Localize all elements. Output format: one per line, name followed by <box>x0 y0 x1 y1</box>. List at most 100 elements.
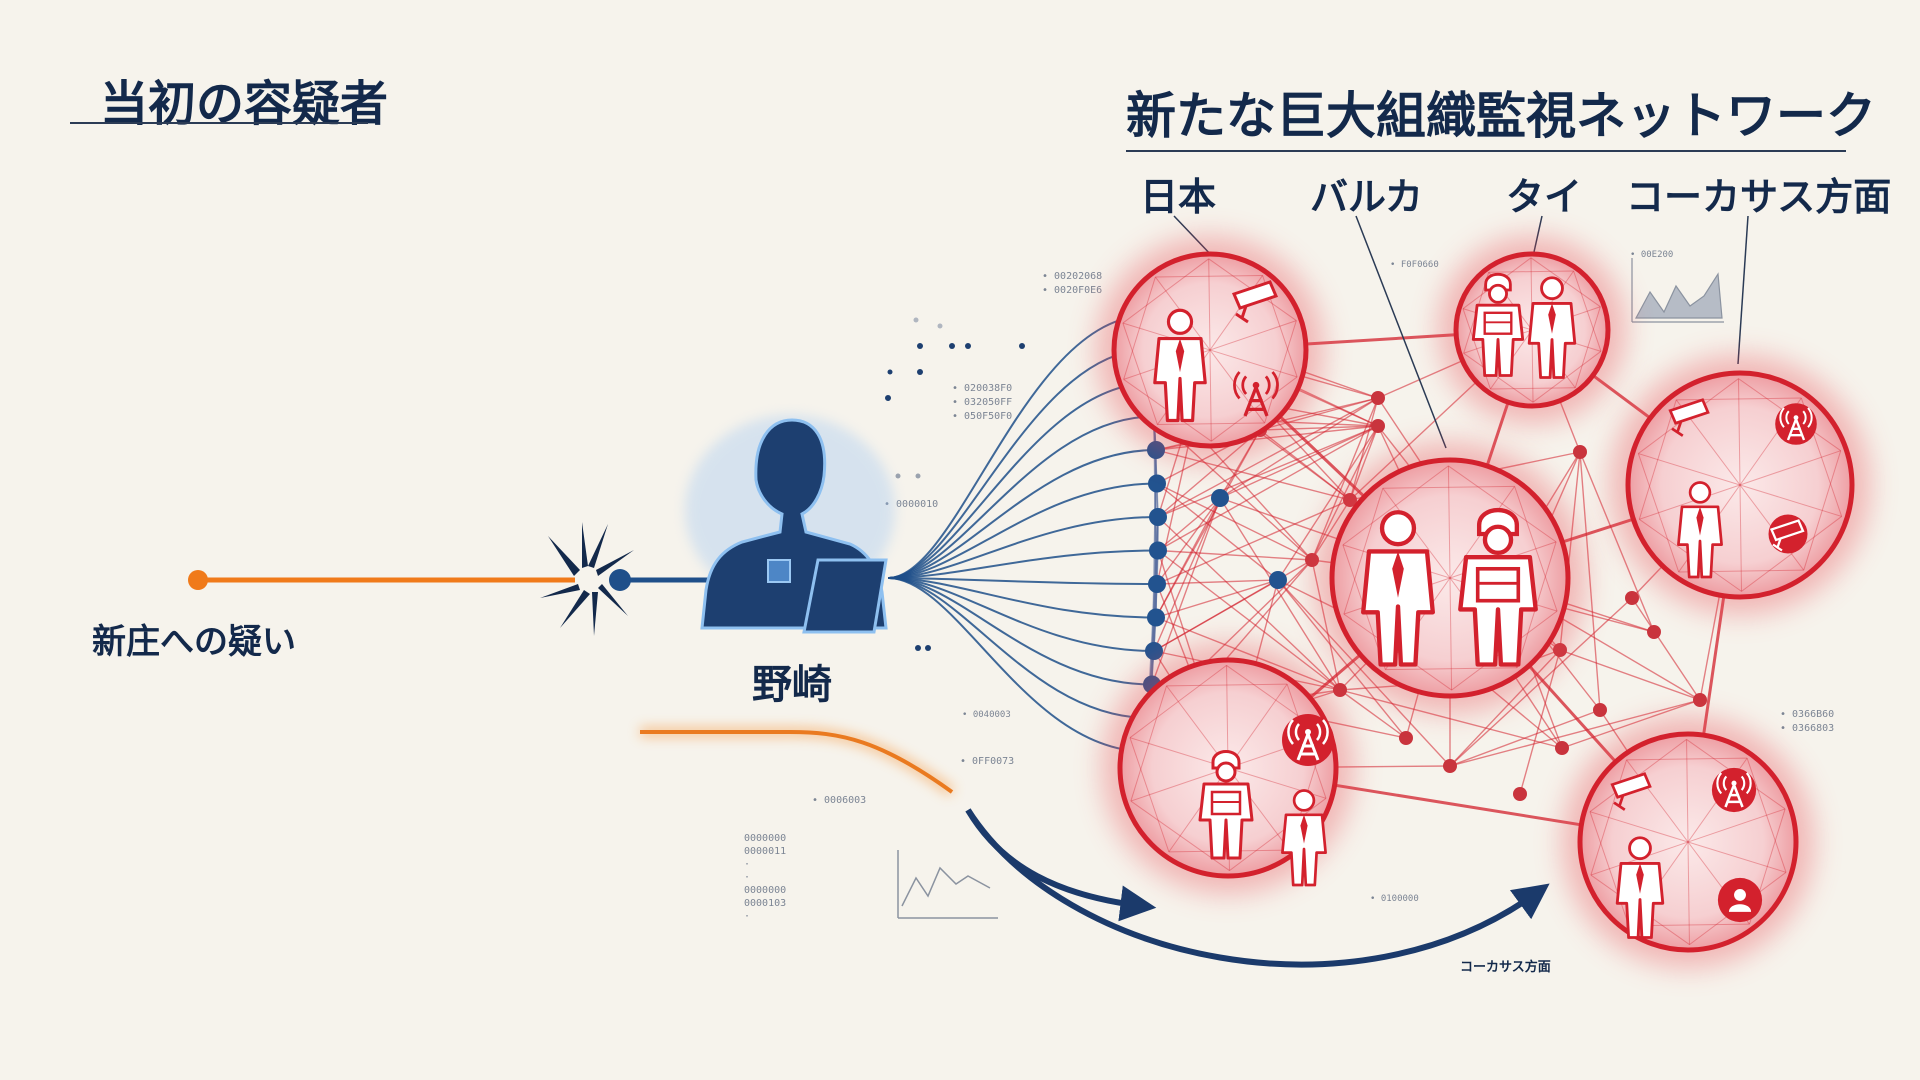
mesh-link <box>1151 349 1211 384</box>
mesh-link <box>1155 579 1279 619</box>
mesh-link <box>1156 550 1159 585</box>
code-snippet: • 00E200 <box>1630 250 1674 260</box>
mesh-link <box>1145 315 1155 417</box>
radio-tower-icon <box>1233 371 1279 417</box>
fan-out-curve <box>887 577 1157 619</box>
endpoint-node <box>1269 571 1287 589</box>
endpoint-node <box>1137 307 1155 325</box>
endpoint-node <box>1137 742 1155 761</box>
security-camera-icon <box>1768 514 1808 554</box>
code-snippet: • 0366B60 • 0366803 <box>1780 709 1835 734</box>
mesh-link <box>1153 449 1157 652</box>
mesh-link <box>1156 497 1221 585</box>
network-node <box>1693 693 1707 707</box>
mesh-link <box>1145 689 1341 753</box>
businessman-icon <box>1677 481 1723 579</box>
mesh-link <box>1157 549 1313 561</box>
mesh-link <box>1157 425 1379 552</box>
code-snippet: • 00202068 • 0020F0E6 <box>1042 271 1103 296</box>
fan-out-curve <box>887 577 1158 585</box>
right-title-underline <box>1126 150 1846 152</box>
soldier-icon <box>1458 508 1538 667</box>
mesh-link <box>1579 451 1655 633</box>
region-label-japan: 日本 <box>1140 175 1217 219</box>
mesh-link <box>1151 516 1159 685</box>
mini-chart-line <box>897 850 998 919</box>
mesh-link <box>1449 577 1655 633</box>
hub-link <box>1448 576 1690 844</box>
mesh-link <box>1151 382 1379 427</box>
mesh-link <box>1157 550 1229 769</box>
mesh-link <box>1349 499 1501 583</box>
endpoint-node <box>1149 508 1167 526</box>
businessman-icon <box>1527 276 1577 379</box>
mesh-link <box>1311 425 1379 561</box>
region-label-balkan: バルカ <box>1310 175 1423 219</box>
mesh-link <box>1157 549 1341 691</box>
hub-link <box>1227 576 1451 770</box>
mesh-link <box>1449 577 1501 583</box>
code-snippet: • F0F0660 <box>1390 260 1439 270</box>
businessman-icon <box>1615 836 1665 939</box>
mesh-link <box>1631 597 1701 701</box>
hub-link <box>1686 484 1742 843</box>
mesh-link <box>1155 429 1261 451</box>
mesh-link <box>1311 559 1451 579</box>
fan-out-curve <box>887 516 1159 579</box>
network-node <box>1343 493 1357 507</box>
mesh-link <box>1153 349 1211 417</box>
network-node <box>1573 445 1587 459</box>
mesh-link <box>1227 765 1451 769</box>
mesh-link <box>1145 315 1379 399</box>
network-node <box>1305 553 1319 567</box>
businessman-icon <box>1153 308 1207 423</box>
endpoint-node <box>1140 340 1158 359</box>
mesh-link <box>1145 315 1153 384</box>
mesh-link <box>1148 516 1159 719</box>
suspicion-label: 新庄への疑い <box>92 622 296 662</box>
soldier-icon <box>1471 272 1525 377</box>
code-snippet: • 020038F0 • 032050FF • 050F50F0 <box>952 383 1013 422</box>
network-mesh <box>1137 307 1742 844</box>
mesh-link <box>1153 650 1341 691</box>
mesh-link <box>1153 516 1159 652</box>
security-camera-icon <box>1668 398 1710 437</box>
mesh-link <box>1153 559 1313 652</box>
endpoint-node <box>1211 489 1229 507</box>
network-node <box>1593 703 1607 717</box>
mesh-link <box>1349 425 1379 501</box>
mesh-link <box>1339 689 1407 739</box>
network-node <box>1443 759 1457 773</box>
arrow-to-balkan <box>965 808 1157 922</box>
mesh-link <box>1559 649 1701 701</box>
fan-out-curve <box>887 577 1150 719</box>
network-node <box>1213 491 1227 505</box>
mesh-link <box>1151 382 1261 431</box>
mesh-link <box>1277 579 1451 767</box>
mesh-link <box>1148 348 1351 501</box>
mesh-link <box>1157 516 1341 691</box>
right-title: 新たな巨大組織監視ネットワーク <box>1126 87 1876 145</box>
code-snippet: • 0040003 <box>962 710 1011 720</box>
region-circle-caucasus-lower <box>1562 716 1814 968</box>
fan-out-curve <box>887 315 1147 579</box>
user-icon <box>1717 877 1763 923</box>
network-node <box>1555 741 1569 755</box>
network-node <box>1493 575 1507 589</box>
arrow-to-caucasus <box>965 808 1550 968</box>
businessman-icon <box>1281 789 1327 887</box>
mesh-link <box>1349 397 1379 501</box>
leader-line-japan <box>1173 215 1215 259</box>
mesh-link <box>1151 382 1157 451</box>
network-node <box>1399 731 1413 745</box>
leader-line-thailand <box>1533 215 1543 253</box>
region-circle-caucasus <box>1610 355 1870 615</box>
fan-out-curve <box>887 577 1147 753</box>
mesh-link <box>1157 425 1379 518</box>
mesh-link <box>1599 709 1689 843</box>
mesh-link <box>1699 484 1741 701</box>
radio-tower-icon <box>1711 767 1757 813</box>
mesh-link <box>1153 416 1157 451</box>
region-circle-balkan <box>1102 642 1354 894</box>
